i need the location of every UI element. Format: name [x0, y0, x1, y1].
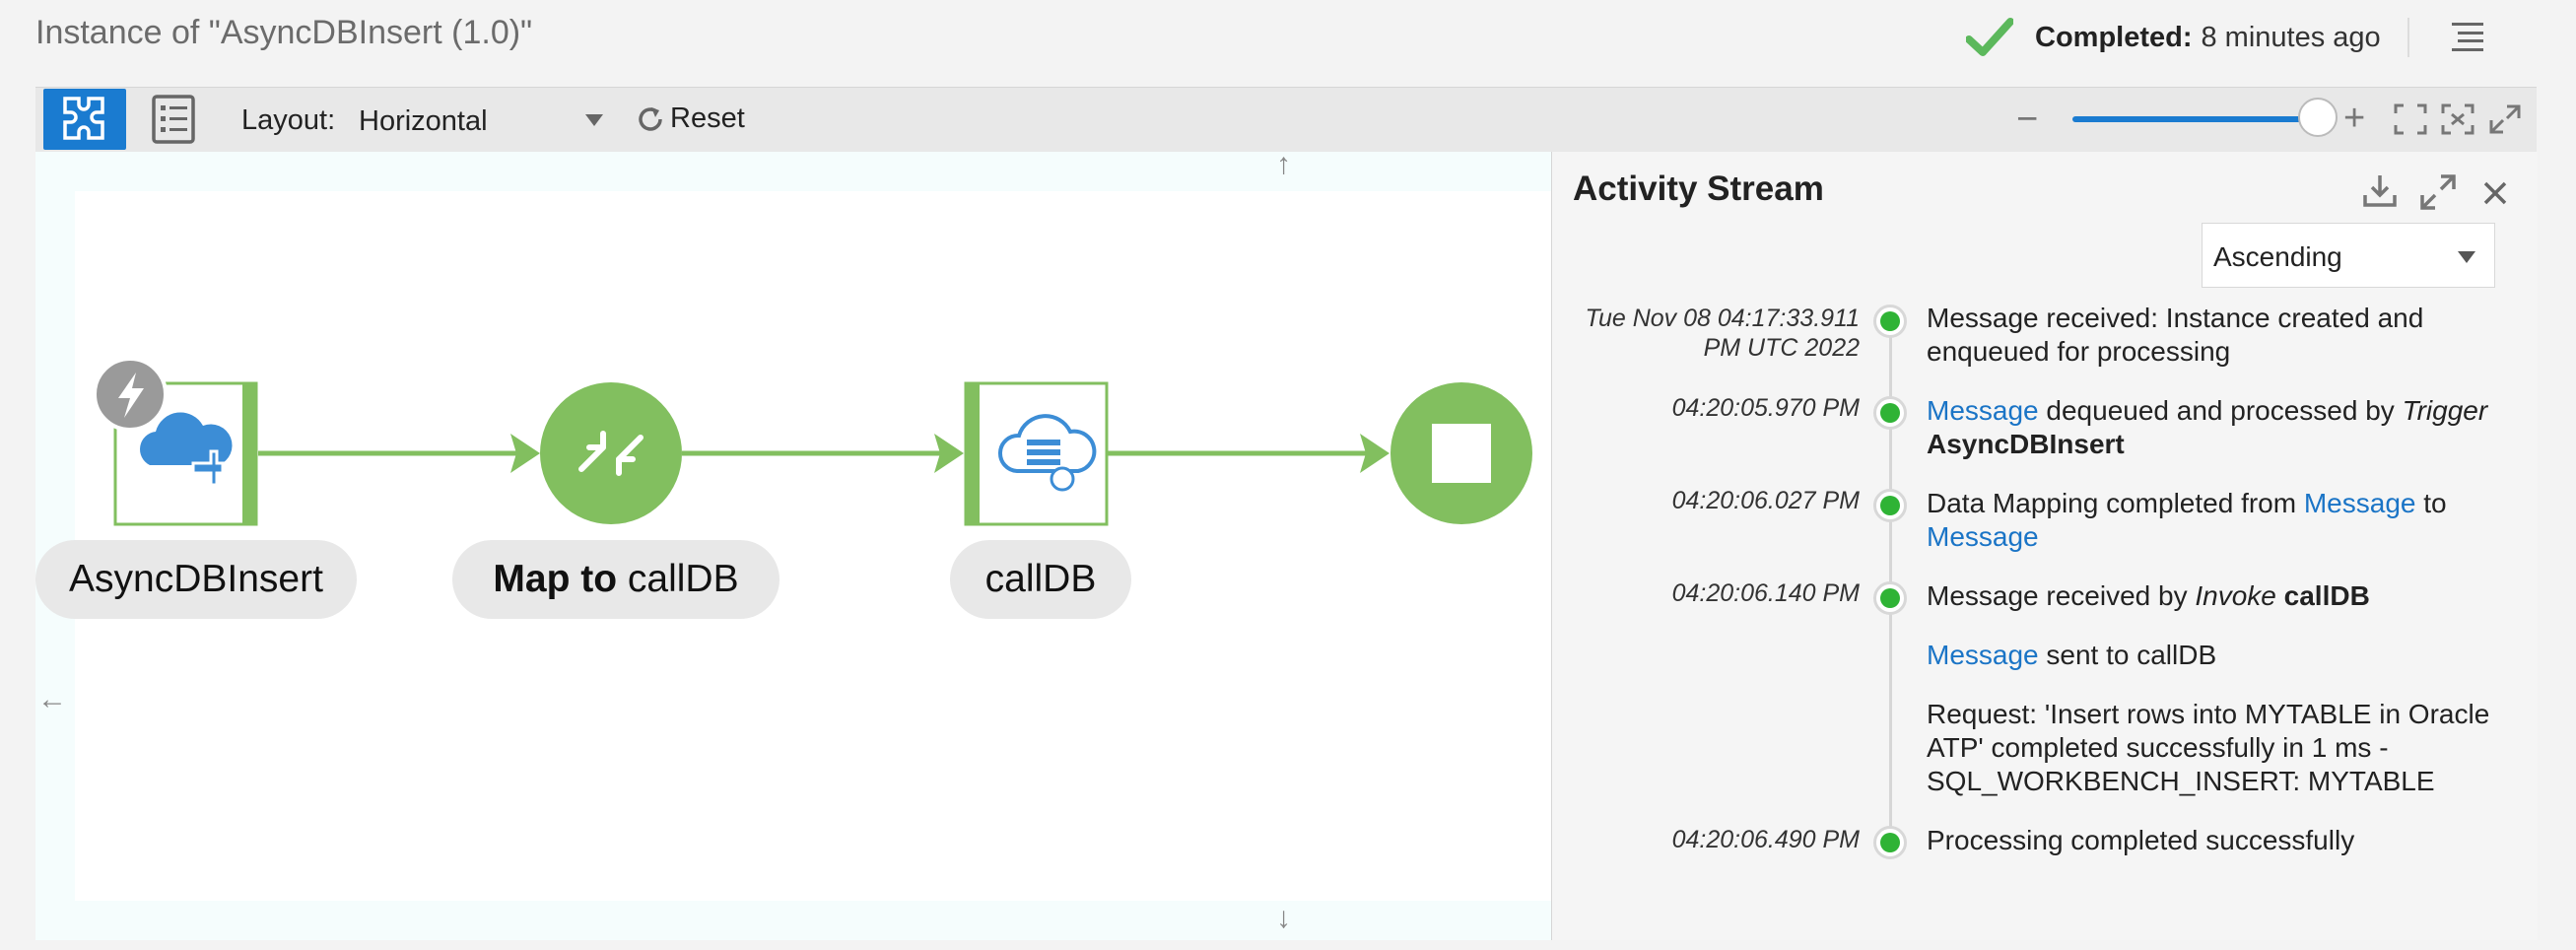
- expand-canvas-icon[interactable]: [2487, 102, 2523, 136]
- entry-timestamp: Tue Nov 08 04:17:33.911 PM UTC 2022: [1585, 305, 1860, 362]
- stop-icon: [1432, 424, 1491, 483]
- chevron-down-icon[interactable]: [585, 114, 603, 126]
- zoom-out-button[interactable]: −: [2016, 99, 2039, 140]
- entry-timestamp: 04:20:05.970 PM: [1671, 394, 1860, 422]
- reset-button[interactable]: Reset: [635, 102, 745, 135]
- entry-timestamp: 04:20:06.140 PM: [1671, 579, 1860, 607]
- entry-message: Message received: Instance created and e…: [1927, 303, 2424, 367]
- status-dot-icon: [1873, 826, 1907, 859]
- node-label-mapper: Map to callDB: [452, 540, 780, 619]
- status-dot-icon: [1873, 305, 1907, 338]
- cloud-db-icon: [997, 414, 1097, 492]
- status-time: 8 minutes ago: [2201, 21, 2381, 53]
- reset-label: Reset: [670, 102, 745, 134]
- zoom-in-button[interactable]: +: [2343, 98, 2366, 139]
- list-view-icon[interactable]: [148, 91, 203, 148]
- activity-stream-title: Activity Stream: [1573, 170, 1824, 208]
- graph-view-button[interactable]: [43, 89, 126, 150]
- entry-message: Message received by Invoke callDB: [1927, 580, 2370, 611]
- flow-diagram: [93, 357, 1532, 526]
- flow-connector: [682, 434, 964, 473]
- zoom-slider[interactable]: [2072, 116, 2319, 122]
- mapper-label-target: callDB: [617, 558, 739, 600]
- trigger-node[interactable]: [113, 381, 258, 526]
- refresh-icon: [639, 106, 662, 131]
- entry-message: Message sent to callDB: [1927, 640, 2217, 670]
- close-icon[interactable]: [2479, 177, 2511, 209]
- sort-order-select[interactable]: [2202, 223, 2495, 288]
- end-node[interactable]: [1390, 382, 1532, 524]
- entry-message: Request: 'Insert rows into MYTABLE in Or…: [1927, 699, 2490, 796]
- message-link[interactable]: Message: [1927, 521, 2039, 552]
- scroll-left-arrow-icon[interactable]: ←: [37, 683, 67, 715]
- puzzle-icon: [63, 97, 104, 140]
- status-dot-icon: [1873, 489, 1907, 522]
- message-link[interactable]: Message: [1927, 395, 2039, 426]
- mapper-node[interactable]: [540, 382, 682, 524]
- entry-timestamp: 04:20:06.490 PM: [1671, 826, 1860, 853]
- lightning-icon: [118, 373, 144, 418]
- zoom-slider-handle[interactable]: [2298, 98, 2338, 137]
- hamburger-menu-icon[interactable]: [2450, 20, 2485, 53]
- invoke-node[interactable]: [964, 381, 1109, 526]
- fit-to-screen-icon[interactable]: [2393, 102, 2428, 136]
- header-divider: [2407, 18, 2409, 57]
- message-link[interactable]: Message: [1927, 640, 2039, 670]
- scroll-down-arrow-icon[interactable]: ↓: [1276, 902, 1291, 934]
- mapper-label-prefix: Map to: [493, 558, 618, 600]
- layout-label: Layout:: [241, 104, 336, 136]
- entry-timestamp: 04:20:06.027 PM: [1671, 487, 1860, 514]
- page-title: Instance of "AsyncDBInsert (1.0)": [35, 14, 533, 51]
- trigger-badge: [93, 357, 168, 432]
- status-dot-icon: [1873, 581, 1907, 615]
- expand-panel-icon[interactable]: [2419, 173, 2457, 211]
- status-dot-icon: [1873, 396, 1907, 430]
- map-arrows-icon: [578, 431, 644, 476]
- flow-connector: [258, 434, 540, 473]
- status-label: Completed:: [2035, 21, 2193, 53]
- checkmark-icon: [1966, 18, 2013, 56]
- entry-message: Message dequeued and processed by Trigge…: [1927, 395, 2488, 459]
- zoom-to-selection-icon[interactable]: [2440, 102, 2475, 136]
- message-link[interactable]: Message: [2303, 488, 2416, 518]
- entry-message: Processing completed successfully: [1927, 825, 2355, 855]
- node-label-invoke: callDB: [950, 540, 1131, 619]
- cloud-plug-icon: [140, 412, 233, 487]
- node-label-trigger: AsyncDBInsert: [35, 540, 357, 619]
- sort-order-value: Ascending: [2213, 241, 2342, 272]
- entry-message: Data Mapping completed from Message to M…: [1927, 488, 2455, 552]
- download-icon[interactable]: [2360, 171, 2400, 211]
- layout-select[interactable]: Horizontal: [359, 105, 488, 137]
- scroll-up-arrow-icon[interactable]: ↑: [1276, 148, 1291, 180]
- flow-connector: [1108, 434, 1390, 473]
- chevron-down-icon[interactable]: [2458, 251, 2475, 263]
- instance-status: Completed: 8 minutes ago: [1966, 18, 2381, 57]
